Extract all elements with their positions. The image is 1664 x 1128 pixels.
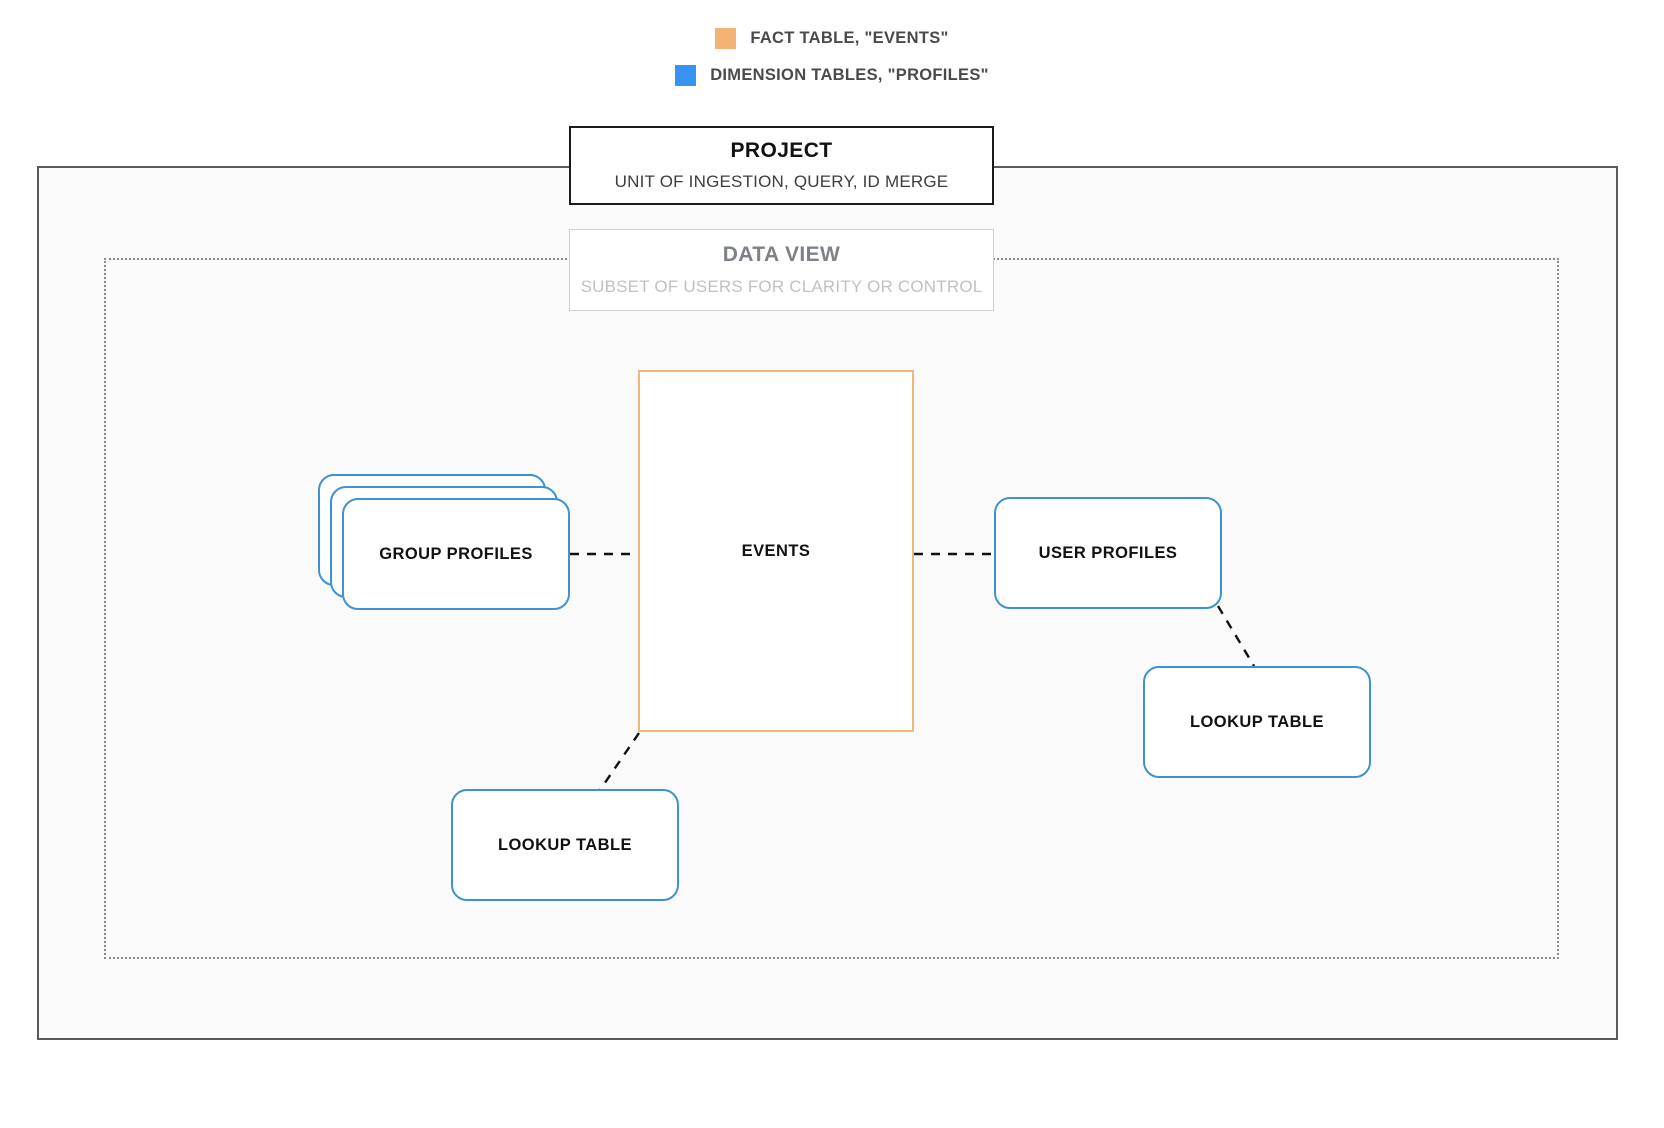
- lookup-table-right-node[interactable]: LOOKUP TABLE: [1143, 666, 1371, 778]
- data-view-subtitle: SUBSET OF USERS FOR CLARITY OR CONTROL: [580, 276, 983, 296]
- project-label-box: PROJECT UNIT OF INGESTION, QUERY, ID MER…: [569, 126, 994, 205]
- legend: FACT TABLE, "EVENTS" DIMENSION TABLES, "…: [0, 28, 1664, 86]
- legend-item-dimension-tables: DIMENSION TABLES, "PROFILES": [675, 65, 989, 86]
- group-profiles-node-label: GROUP PROFILES: [379, 544, 533, 563]
- data-view-label-box: DATA VIEW SUBSET OF USERS FOR CLARITY OR…: [569, 229, 994, 311]
- project-subtitle: UNIT OF INGESTION, QUERY, ID MERGE: [614, 172, 949, 192]
- legend-label-dimension-tables: DIMENSION TABLES, "PROFILES": [710, 66, 989, 84]
- legend-item-fact-table: FACT TABLE, "EVENTS": [715, 28, 948, 49]
- data-view-title: DATA VIEW: [722, 243, 841, 267]
- square-swatch-icon: [715, 28, 737, 49]
- lookup-table-left-node[interactable]: LOOKUP TABLE: [451, 789, 679, 901]
- group-profiles-node[interactable]: GROUP PROFILES: [318, 474, 570, 610]
- user-profiles-node-label: USER PROFILES: [1038, 543, 1178, 562]
- user-profiles-node[interactable]: USER PROFILES: [994, 497, 1222, 609]
- group-profiles-stack-card-front[interactable]: GROUP PROFILES: [342, 498, 570, 610]
- events-node[interactable]: EVENTS: [638, 370, 914, 732]
- events-node-label: EVENTS: [741, 541, 811, 560]
- project-title: PROJECT: [730, 138, 833, 162]
- legend-label-fact-table: FACT TABLE, "EVENTS": [750, 29, 949, 47]
- lookup-table-right-node-label: LOOKUP TABLE: [1189, 712, 1325, 731]
- square-swatch-icon: [675, 65, 697, 86]
- lookup-table-left-node-label: LOOKUP TABLE: [497, 835, 633, 854]
